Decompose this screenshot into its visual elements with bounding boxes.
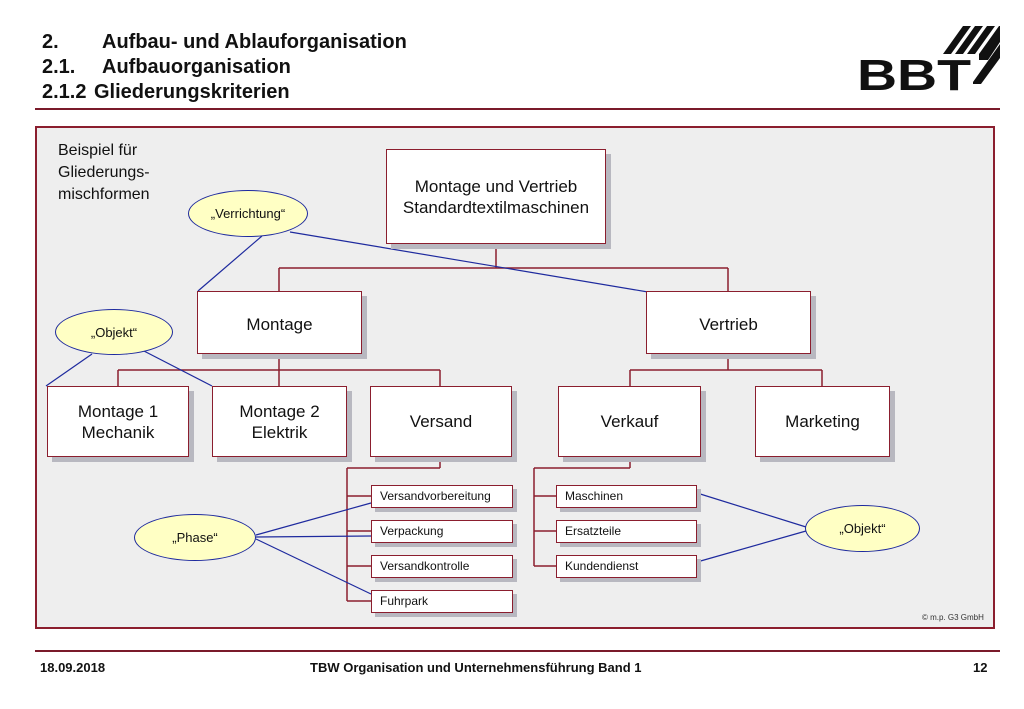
svg-text:BBT: BBT <box>857 51 971 94</box>
versand-box: Versand <box>370 386 512 457</box>
footer-rule <box>35 650 1000 652</box>
versand-item-fuhrpark: Fuhrpark <box>371 590 513 613</box>
diagram-caption: Beispiel für Gliederungs- mischformen <box>58 142 150 203</box>
copyright-note: © m.p. G3 GmbH <box>922 613 984 622</box>
criterion-objekt-left: „Objekt“ <box>55 309 173 355</box>
page-title: 2.Aufbau- und Ablauforganisation 2.1.Auf… <box>42 30 407 105</box>
header-rule <box>35 108 1000 110</box>
versand-item-versandvorbereitung: Versandvorbereitung <box>371 485 513 508</box>
marketing-box: Marketing <box>755 386 890 457</box>
verkauf-item-kundendienst: Kundendienst <box>556 555 697 578</box>
verkauf-item-maschinen: Maschinen <box>556 485 697 508</box>
criterion-verrichtung: „Verrichtung“ <box>188 190 308 237</box>
title-line-1: 2.Aufbau- und Ablauforganisation <box>42 31 407 53</box>
vertrieb-box: Vertrieb <box>646 291 811 354</box>
criterion-objekt-right: „Objekt“ <box>805 505 920 552</box>
criterion-phase: „Phase“ <box>134 514 256 561</box>
verkauf-box: Verkauf <box>558 386 701 457</box>
montage-box: Montage <box>197 291 362 354</box>
title-line-2: 2.1.Aufbauorganisation <box>42 56 291 78</box>
versand-item-verpackung: Verpackung <box>371 520 513 543</box>
verkauf-item-ersatzteile: Ersatzteile <box>556 520 697 543</box>
versand-item-versandkontrolle: Versandkontrolle <box>371 555 513 578</box>
bbt-logo: BBT <box>857 26 1000 94</box>
footer-page-number: 12 <box>973 660 988 675</box>
footer-date: 18.09.2018 <box>40 660 106 675</box>
footer-title: TBW Organisation und Unternehmensführung… <box>310 660 642 675</box>
